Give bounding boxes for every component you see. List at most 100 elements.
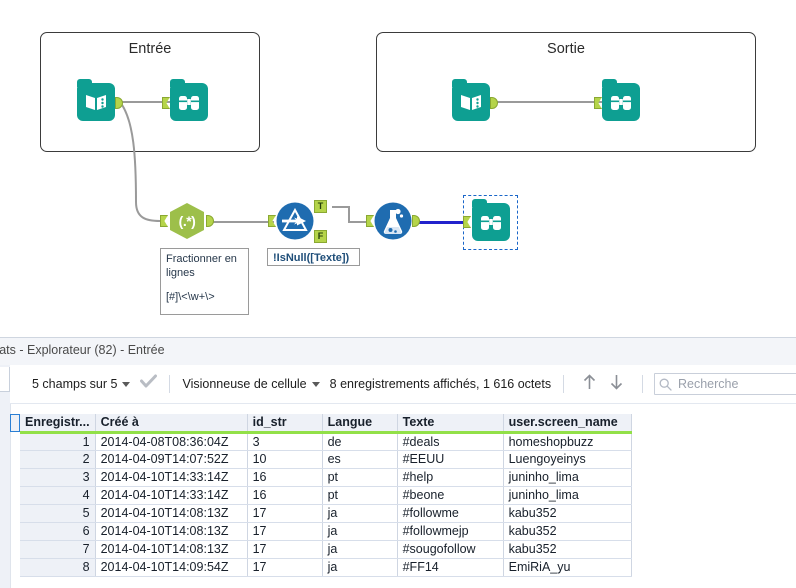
cell-id-str[interactable]: 17 bbox=[247, 522, 323, 541]
filter-true-anchor[interactable]: T bbox=[314, 200, 327, 213]
tool-browse-selected[interactable] bbox=[463, 199, 510, 241]
output-anchor[interactable] bbox=[206, 215, 214, 227]
table-row[interactable]: 1 2014-04-08T08:36:04Z 3 de #deals homes… bbox=[20, 432, 632, 451]
table-row[interactable]: 2 2014-04-09T14:07:52Z 10 es #EEUU Lueng… bbox=[20, 450, 632, 469]
arrow-down-icon[interactable] bbox=[609, 373, 624, 396]
input-anchor[interactable] bbox=[268, 215, 276, 227]
workflow-canvas[interactable]: Entrée Sortie bbox=[0, 0, 796, 337]
cell-texte[interactable]: #FF14 bbox=[397, 558, 504, 577]
cell-created[interactable]: 2014-04-10T14:08:13Z bbox=[95, 504, 248, 523]
results-table[interactable]: Enregistr... Créé à id_str Langue Texte … bbox=[20, 414, 632, 577]
table-row[interactable]: 4 2014-04-10T14:33:14Z 16 pt #beone juni… bbox=[20, 486, 632, 505]
arrow-up-icon[interactable] bbox=[582, 373, 597, 396]
cell-langue[interactable]: es bbox=[322, 450, 398, 469]
cell-screen-name[interactable]: juninho_lima bbox=[503, 486, 632, 505]
cell-langue[interactable]: ja bbox=[322, 504, 398, 523]
grid-select-all-corner[interactable] bbox=[10, 414, 20, 432]
results-title: ultats - Explorateur (82) - Entrée bbox=[0, 343, 165, 357]
tool-sample[interactable] bbox=[366, 202, 420, 240]
results-titlebar[interactable]: ultats - Explorateur (82) - Entrée bbox=[0, 338, 796, 366]
cell-texte[interactable]: #deals bbox=[397, 432, 504, 451]
column-header-screen-name[interactable]: user.screen_name bbox=[503, 414, 632, 434]
wire-regex-to-filter bbox=[206, 221, 274, 223]
cell-langue[interactable]: pt bbox=[322, 486, 398, 505]
column-header-texte[interactable]: Texte bbox=[397, 414, 504, 434]
tool-filter[interactable]: T F bbox=[268, 200, 327, 243]
column-header-langue[interactable]: Langue bbox=[322, 414, 398, 434]
table-row[interactable]: 8 2014-04-10T14:09:54Z 17 ja #FF14 EmiRi… bbox=[20, 558, 632, 577]
cell-viewer-selector[interactable]: Visionneuse de cellule bbox=[182, 377, 327, 391]
cell-id-str[interactable]: 17 bbox=[247, 540, 323, 559]
search-box[interactable] bbox=[654, 373, 796, 395]
container-entree[interactable]: Entrée bbox=[40, 32, 260, 152]
cell-texte[interactable]: #followmejp bbox=[397, 522, 504, 541]
cell-rownum[interactable]: 1 bbox=[20, 432, 96, 451]
cell-screen-name[interactable]: kabu352 bbox=[503, 504, 632, 523]
cell-langue[interactable]: pt bbox=[322, 468, 398, 487]
table-row[interactable]: 5 2014-04-10T14:08:13Z 17 ja #followme k… bbox=[20, 504, 632, 523]
cell-created[interactable]: 2014-04-10T14:09:54Z bbox=[95, 558, 248, 577]
cell-id-str[interactable]: 17 bbox=[247, 558, 323, 577]
cell-created[interactable]: 2014-04-10T14:08:13Z bbox=[95, 540, 248, 559]
cell-rownum[interactable]: 8 bbox=[20, 558, 96, 577]
cell-rownum[interactable]: 7 bbox=[20, 540, 96, 559]
cell-rownum[interactable]: 5 bbox=[20, 504, 96, 523]
tool-browse-entree[interactable] bbox=[162, 79, 208, 121]
table-row[interactable]: 7 2014-04-10T14:08:13Z 17 ja #sougofollo… bbox=[20, 540, 632, 559]
cell-texte[interactable]: #beone bbox=[397, 486, 504, 505]
cell-rownum[interactable]: 3 bbox=[20, 468, 96, 487]
cell-screen-name[interactable]: EmiRiA_yu bbox=[503, 558, 632, 577]
cell-created[interactable]: 2014-04-10T14:33:14Z bbox=[95, 486, 248, 505]
cell-screen-name[interactable]: kabu352 bbox=[503, 540, 632, 559]
column-header-id-str[interactable]: id_str bbox=[247, 414, 323, 434]
fields-selector[interactable]: 5 champs sur 5 bbox=[32, 377, 138, 391]
check-icon[interactable] bbox=[140, 374, 158, 394]
results-rail-tab[interactable] bbox=[0, 367, 10, 392]
cell-langue[interactable]: de bbox=[322, 432, 398, 451]
regex-annotation-line2: lignes bbox=[166, 267, 195, 279]
cell-id-str[interactable]: 16 bbox=[247, 468, 323, 487]
cell-id-str[interactable]: 10 bbox=[247, 450, 323, 469]
filter-false-anchor[interactable]: F bbox=[314, 230, 327, 243]
column-header-created[interactable]: Créé à bbox=[95, 414, 248, 434]
chevron-down-icon[interactable] bbox=[311, 381, 320, 387]
cell-id-str[interactable]: 17 bbox=[247, 504, 323, 523]
cell-screen-name[interactable]: kabu352 bbox=[503, 522, 632, 541]
cell-screen-name[interactable]: homeshopbuzz bbox=[503, 432, 632, 451]
cell-rownum[interactable]: 4 bbox=[20, 486, 96, 505]
filter-annotation-text: !IsNull([Texte]) bbox=[273, 252, 350, 264]
results-grid[interactable]: Enregistr... Créé à id_str Langue Texte … bbox=[10, 414, 796, 588]
cell-langue[interactable]: ja bbox=[322, 522, 398, 541]
cell-texte[interactable]: #followme bbox=[397, 504, 504, 523]
table-row[interactable]: 3 2014-04-10T14:33:14Z 16 pt #help junin… bbox=[20, 468, 632, 487]
input-anchor[interactable] bbox=[366, 215, 374, 227]
cell-langue[interactable]: ja bbox=[322, 540, 398, 559]
tool-regex[interactable]: (.*) bbox=[160, 202, 214, 240]
output-anchor[interactable] bbox=[490, 97, 498, 109]
cell-id-str[interactable]: 3 bbox=[247, 432, 323, 451]
cell-screen-name[interactable]: juninho_lima bbox=[503, 468, 632, 487]
cell-created[interactable]: 2014-04-09T14:07:52Z bbox=[95, 450, 248, 469]
tool-input-data-entree[interactable] bbox=[77, 79, 123, 121]
cell-texte[interactable]: #EEUU bbox=[397, 450, 504, 469]
output-anchor[interactable] bbox=[412, 215, 420, 227]
cell-texte[interactable]: #help bbox=[397, 468, 504, 487]
table-row[interactable]: 6 2014-04-10T14:08:13Z 17 ja #followmejp… bbox=[20, 522, 632, 541]
cell-texte[interactable]: #sougofollow bbox=[397, 540, 504, 559]
cell-created[interactable]: 2014-04-08T08:36:04Z bbox=[95, 432, 248, 451]
column-header-rownum[interactable]: Enregistr... bbox=[20, 414, 96, 434]
cell-id-str[interactable]: 16 bbox=[247, 486, 323, 505]
cell-created[interactable]: 2014-04-10T14:33:14Z bbox=[95, 468, 248, 487]
tool-browse-sortie[interactable] bbox=[594, 79, 640, 121]
container-sortie[interactable]: Sortie bbox=[376, 32, 756, 152]
cell-created[interactable]: 2014-04-10T14:08:13Z bbox=[95, 522, 248, 541]
chevron-down-icon[interactable] bbox=[122, 381, 131, 387]
results-left-rail[interactable] bbox=[0, 365, 11, 588]
cell-rownum[interactable]: 2 bbox=[20, 450, 96, 469]
cell-screen-name[interactable]: Luengoyeinys bbox=[503, 450, 632, 469]
cell-rownum[interactable]: 6 bbox=[20, 522, 96, 541]
output-anchor[interactable] bbox=[115, 97, 123, 109]
search-input[interactable] bbox=[676, 376, 796, 392]
cell-langue[interactable]: ja bbox=[322, 558, 398, 577]
tool-input-data-sortie[interactable] bbox=[452, 79, 498, 121]
